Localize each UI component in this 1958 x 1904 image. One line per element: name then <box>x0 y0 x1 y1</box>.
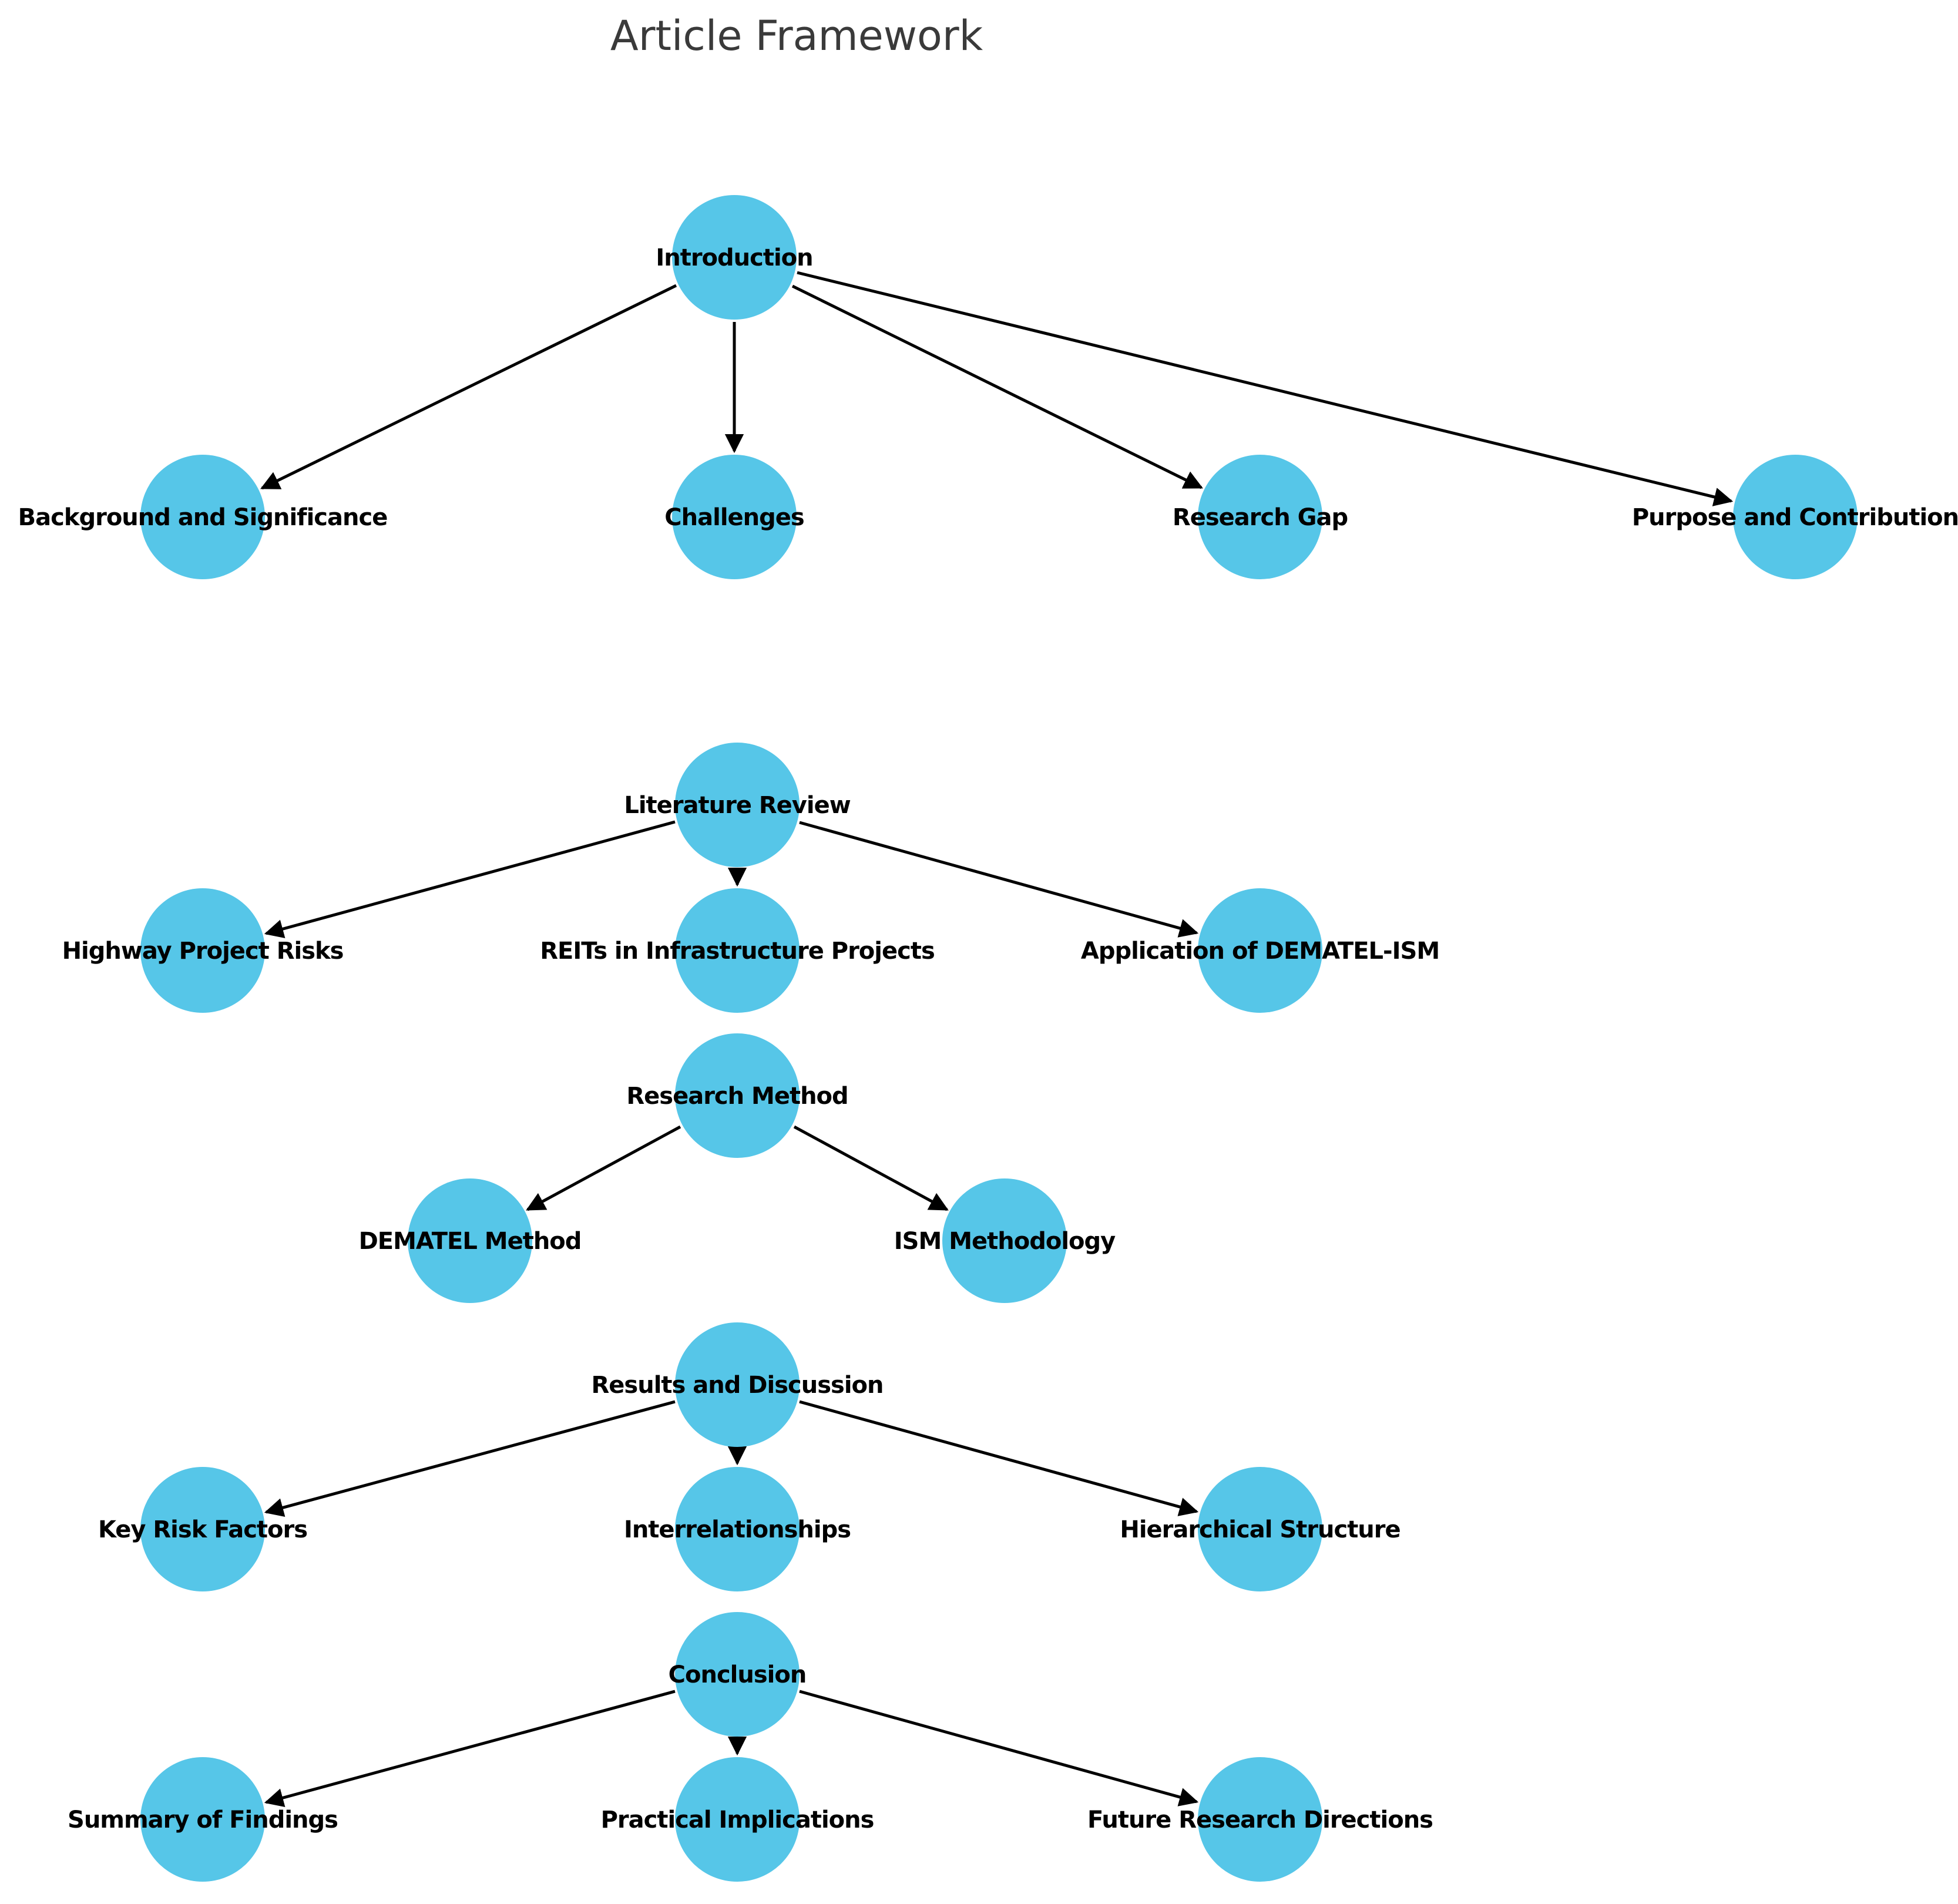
edge-introduction-purpose-and-contribution <box>797 271 1734 506</box>
node-label-introduction: Introduction <box>656 244 812 271</box>
node-circle-ism-methodology <box>942 1178 1067 1303</box>
node-label-results-and-discussion: Results and Discussion <box>591 1372 883 1399</box>
node-label-reits-in-infrastructure-projects: REITs in Infrastructure Projects <box>540 938 935 965</box>
node-label-dematel-method: DEMATEL Method <box>359 1228 582 1255</box>
edge-results-and-discussion-key-risk-factors <box>264 1400 676 1517</box>
node-label-background-and-significance: Background and Significance <box>18 504 388 531</box>
node-label-future-research-directions: Future Research Directions <box>1087 1806 1433 1834</box>
node-label-practical-implications: Practical Implications <box>601 1806 874 1834</box>
node-circle-research-gap <box>1198 455 1322 579</box>
node-circle-research-method <box>675 1033 800 1158</box>
node-circle-future-research-directions <box>1198 1757 1322 1882</box>
node-label-highway-project-risks: Highway Project Risks <box>62 938 344 965</box>
node-circle-key-risk-factors <box>140 1467 265 1591</box>
node-circle-introduction <box>672 195 797 320</box>
node-label-literature-review: Literature Review <box>624 792 850 819</box>
node-label-purpose-and-contribution: Purpose and Contribution <box>1632 504 1958 531</box>
node-circle-results-and-discussion <box>675 1322 800 1447</box>
node-circle-literature-review <box>675 743 800 867</box>
edge-introduction-background-and-significance <box>260 284 677 490</box>
edge-conclusion-future-research-directions <box>799 1690 1199 1806</box>
node-label-conclusion: Conclusion <box>669 1661 807 1688</box>
node-label-application-of-dematel-ism: Application of DEMATEL-ISM <box>1081 938 1439 965</box>
edge-literature-review-application-of-dematel-ism <box>799 821 1199 938</box>
node-circle-conclusion <box>675 1612 800 1737</box>
edge-conclusion-summary-of-findings <box>264 1690 676 1808</box>
node-circle-application-of-dematel-ism <box>1198 888 1322 1013</box>
edge-introduction-research-gap <box>791 284 1203 489</box>
node-label-key-risk-factors: Key Risk Factors <box>98 1516 307 1543</box>
node-circle-highway-project-risks <box>140 888 265 1013</box>
edge-research-method-dematel-method <box>526 1125 681 1211</box>
node-circle-reits-in-infrastructure-projects <box>675 888 800 1013</box>
node-circle-summary-of-findings <box>140 1757 265 1882</box>
node-label-interrelationships: Interrelationships <box>624 1516 851 1543</box>
node-label-summary-of-findings: Summary of Findings <box>68 1806 338 1834</box>
node-label-research-gap: Research Gap <box>1173 504 1348 531</box>
node-label-ism-methodology: ISM Methodology <box>894 1228 1116 1255</box>
node-circle-hierarchical-structure <box>1198 1467 1322 1591</box>
node-label-challenges: Challenges <box>664 504 804 531</box>
node-circle-background-and-significance <box>140 455 265 579</box>
node-circle-challenges <box>672 455 797 579</box>
node-label-hierarchical-structure: Hierarchical Structure <box>1120 1516 1400 1543</box>
node-circle-practical-implications <box>675 1757 800 1882</box>
node-label-research-method: Research Method <box>626 1083 848 1110</box>
figure-title: Article Framework <box>610 12 983 60</box>
edge-research-method-ism-methodology <box>793 1125 949 1211</box>
edge-literature-review-highway-project-risks <box>264 820 676 938</box>
node-circle-interrelationships <box>675 1467 800 1591</box>
node-circle-dematel-method <box>408 1178 532 1303</box>
node-circle-purpose-and-contribution <box>1733 455 1858 579</box>
edge-results-and-discussion-hierarchical-structure <box>799 1400 1199 1516</box>
